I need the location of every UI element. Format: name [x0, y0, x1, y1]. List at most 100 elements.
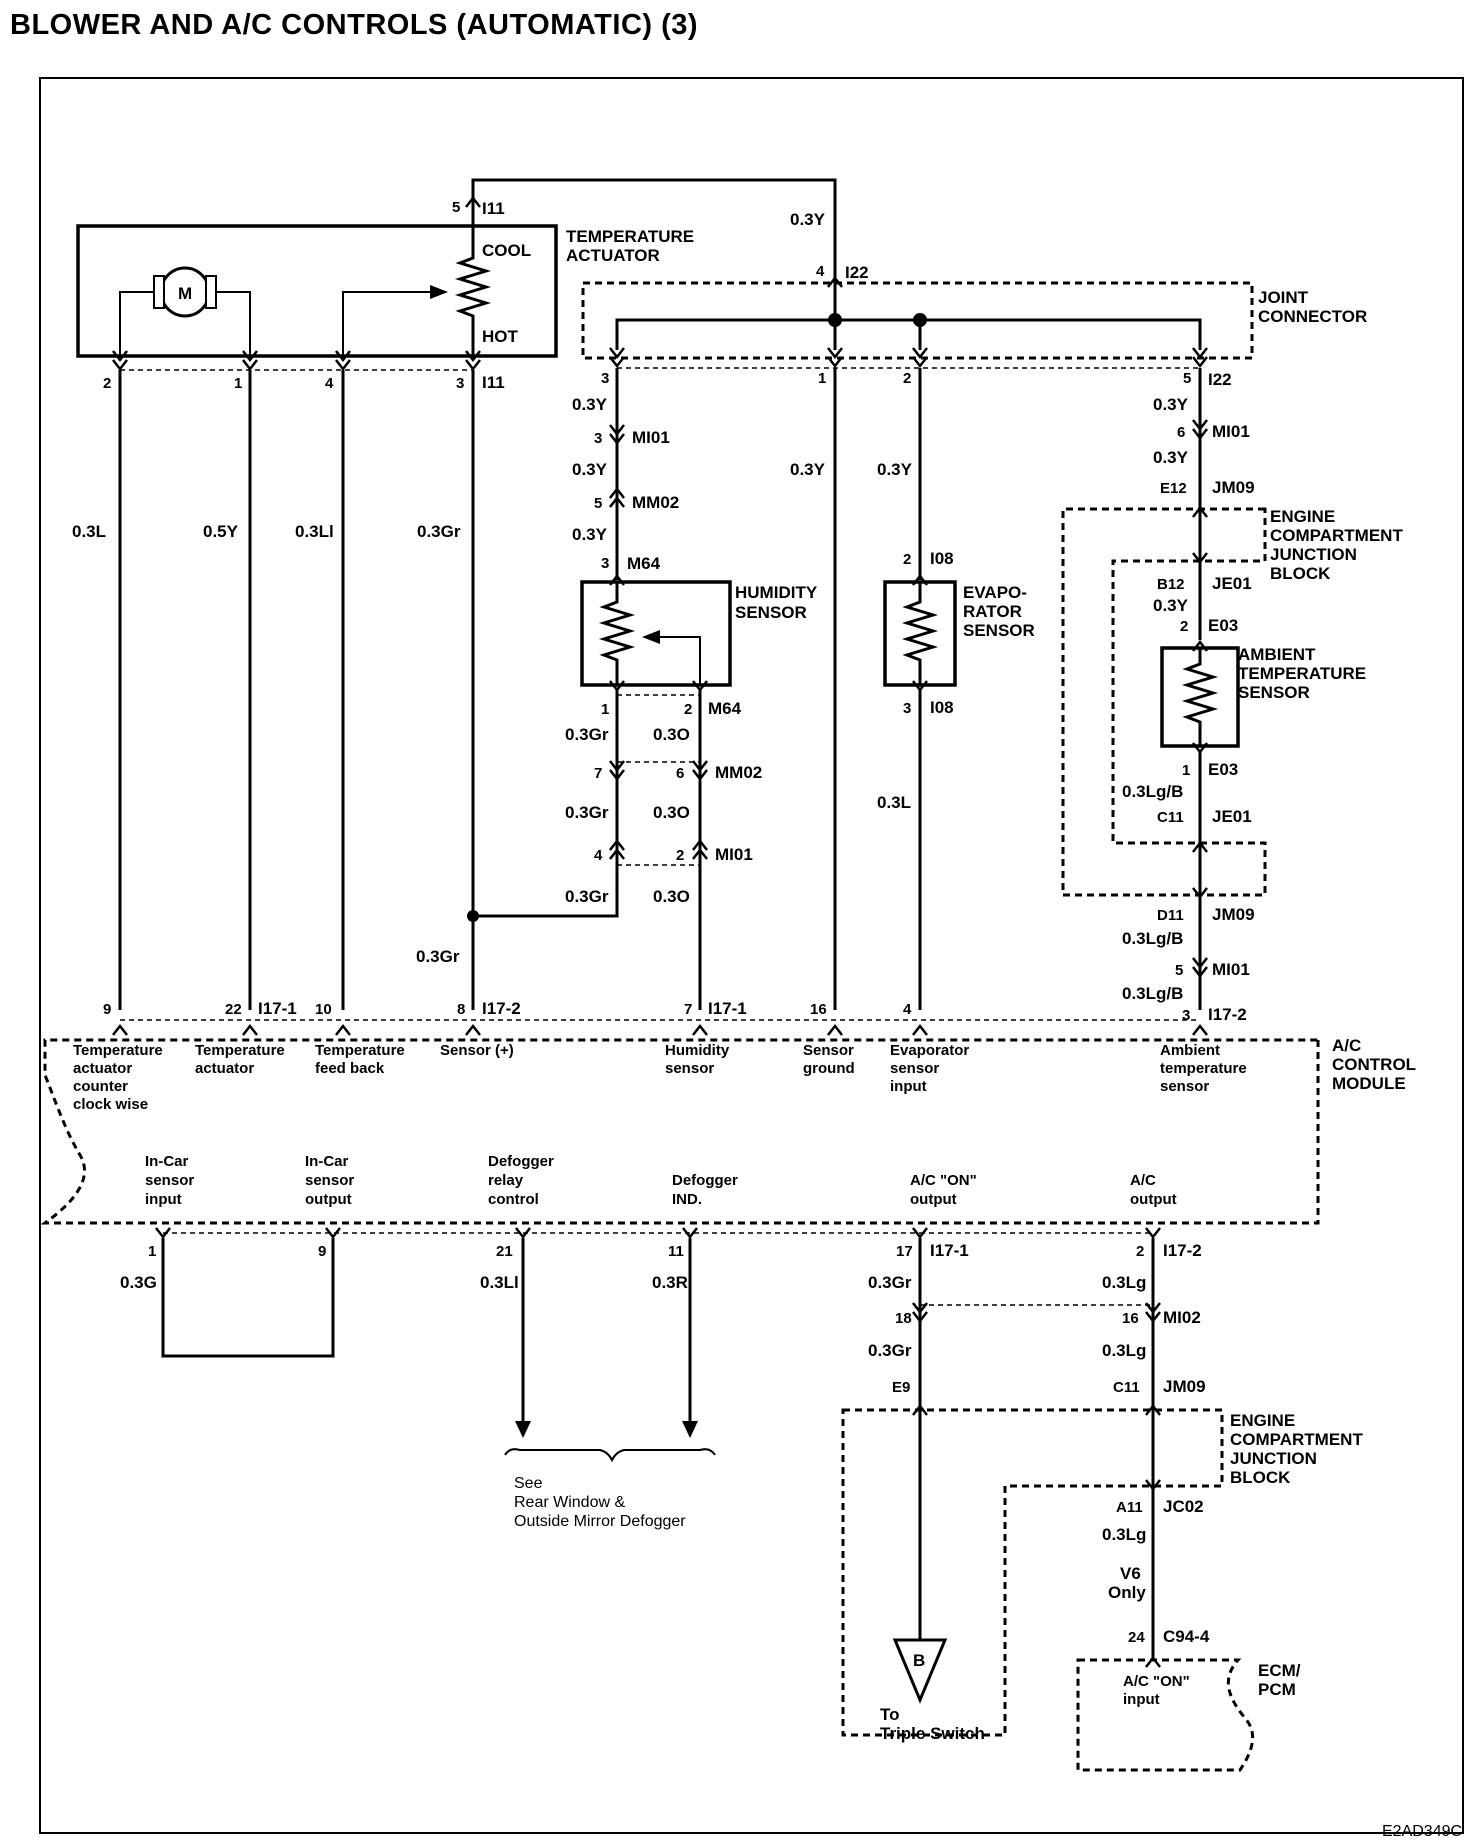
- acout-pin-c11: C11: [1113, 1379, 1140, 1396]
- svg-text:A/C: A/C: [1130, 1172, 1156, 1189]
- amb-wire-2: 0.3Y: [1153, 448, 1189, 467]
- svg-text:actuator: actuator: [73, 1060, 132, 1077]
- joint-connector-title-1: JOINT: [1258, 288, 1309, 307]
- svg-text:sensor: sensor: [890, 1060, 939, 1077]
- evap-wire-l: 0.3L: [877, 793, 911, 812]
- hum-wire-gr2: 0.3Gr: [565, 803, 609, 822]
- gnd-wire: 0.3Y: [790, 460, 826, 479]
- ecjb-1: ENGINE COMPARTMENT JUNCTION BLOCK: [1061, 507, 1403, 897]
- triple-switch-label-1: To: [880, 1705, 900, 1724]
- svg-text:sensor: sensor: [1160, 1078, 1209, 1095]
- svg-text:ground: ground: [803, 1060, 855, 1077]
- joint-connector-title-2: CONNECTOR: [1258, 307, 1367, 326]
- ecm-input-2: input: [1123, 1691, 1160, 1708]
- acout-wire-lg1: 0.3Lg: [1102, 1273, 1146, 1292]
- temp-actuator-title-2: ACTUATOR: [566, 246, 660, 265]
- amb-wire-lgb-2: 0.3Lg/B: [1122, 929, 1183, 948]
- hum-pin-6-mm02: 6: [676, 765, 684, 782]
- pin-2: 2: [103, 375, 111, 392]
- cool-label: COOL: [482, 241, 531, 260]
- temp-actuator-title-1: TEMPERATURE: [566, 227, 694, 246]
- amb-pin-2-e03: 2: [1180, 618, 1188, 635]
- v6-only-1: V6: [1120, 1564, 1141, 1583]
- svg-text:Defogger: Defogger: [488, 1153, 554, 1170]
- acout-pin-a11: A11: [1116, 1499, 1143, 1516]
- amb-pin-5-mi01: 5: [1175, 962, 1183, 979]
- mod-pin-7: 7: [684, 1001, 692, 1018]
- humidity-sensor: HUMIDITY SENSOR: [580, 580, 818, 687]
- svg-text:In-Car: In-Car: [305, 1153, 349, 1170]
- svg-text:sensor: sensor: [305, 1172, 354, 1189]
- svg-text:sensor: sensor: [665, 1060, 714, 1077]
- mod-b-pin-9: 9: [318, 1243, 326, 1260]
- mod-b-conn-i17-2: I17-2: [1163, 1241, 1202, 1260]
- acout-pin-24: 24: [1128, 1629, 1145, 1646]
- svg-text:feed back: feed back: [315, 1060, 385, 1077]
- ecm-title-2: PCM: [1258, 1680, 1296, 1699]
- hum-pin-1: 1: [601, 701, 609, 718]
- hum-wire-gr1: 0.3Gr: [565, 725, 609, 744]
- ecjb1-title-4: BLOCK: [1270, 564, 1331, 583]
- svg-text:IND.: IND.: [672, 1191, 702, 1208]
- evap-title-1: EVAPO-: [963, 583, 1027, 602]
- hum-wire-3: 0.3Y: [572, 525, 608, 544]
- svg-text:relay: relay: [488, 1172, 524, 1189]
- evap-title-3: SENSOR: [963, 621, 1035, 640]
- pin-4-i22: 4: [816, 263, 825, 280]
- jc-pin-5: 5: [1183, 370, 1191, 387]
- amb-conn-jm09: JM09: [1212, 478, 1255, 497]
- defog-wire-r: 0.3R: [652, 1273, 688, 1292]
- acon-pin-e9: E9: [892, 1379, 910, 1396]
- evap-wire-y: 0.3Y: [877, 460, 913, 479]
- mod-pin-22: 22: [225, 1001, 242, 1018]
- svg-text:output: output: [305, 1191, 352, 1208]
- svg-text:Temperature: Temperature: [315, 1042, 405, 1059]
- module-bottom-labels: In-Car sensor input In-Car sensor output…: [145, 1153, 1177, 1208]
- mod-pin-3: 3: [1182, 1007, 1190, 1024]
- triple-switch-label-2: Triple Switch: [880, 1724, 985, 1743]
- svg-text:input: input: [145, 1191, 182, 1208]
- amb-pin-1-e03: 1: [1182, 762, 1190, 779]
- wire-label-0.3gr-1: 0.3Gr: [417, 522, 461, 541]
- amb-wire-3: 0.3Y: [1153, 596, 1189, 615]
- triple-switch-symbol: B: [913, 1651, 925, 1670]
- hum-conn-mm02: MM02: [632, 493, 679, 512]
- hum-wire-o2: 0.3O: [653, 803, 690, 822]
- evap-conn-i08-top: I08: [930, 549, 954, 568]
- mod-pin-10: 10: [315, 1001, 332, 1018]
- ecjb1-title-3: JUNCTION: [1270, 545, 1357, 564]
- svg-text:Temperature: Temperature: [195, 1042, 285, 1059]
- pin-5-i11: 5: [452, 199, 460, 216]
- humidity-title-1: HUMIDITY: [735, 583, 818, 602]
- acout-conn-jm09: JM09: [1163, 1377, 1206, 1396]
- svg-text:control: control: [488, 1191, 539, 1208]
- module-title-2: CONTROL: [1332, 1055, 1416, 1074]
- hot-label: HOT: [482, 327, 519, 346]
- hum-wire-1: 0.3Y: [572, 395, 608, 414]
- acout-pin-16: 16: [1122, 1310, 1139, 1327]
- module-title-3: MODULE: [1332, 1074, 1406, 1093]
- mod-pin-16: 16: [810, 1001, 827, 1018]
- svg-text:Evaporator: Evaporator: [890, 1042, 969, 1059]
- hum-wire-o1: 0.3O: [653, 725, 690, 744]
- jc-pin-2: 2: [903, 370, 911, 387]
- ecjb-2: ENGINE COMPARTMENT JUNCTION BLOCK: [841, 1408, 1363, 1737]
- acon-wire-gr2: 0.3Gr: [868, 1341, 912, 1360]
- amb-pin-6-mi01: 6: [1177, 424, 1185, 441]
- hum-pin-7-mm02: 7: [594, 765, 602, 782]
- ecjb1-title-2: COMPARTMENT: [1270, 526, 1403, 545]
- hum-conn-m64-top: M64: [627, 554, 661, 573]
- ac-control-module: A/C CONTROL MODULE: [40, 1036, 1416, 1225]
- wire-label-0.3ll: 0.3Ll: [295, 522, 334, 541]
- hum-pin-4-mi01: 4: [594, 847, 603, 864]
- amb-pin-e12: E12: [1160, 480, 1187, 497]
- acon-pin-18: 18: [895, 1310, 912, 1327]
- hum-conn-mi01-b: MI01: [715, 845, 753, 864]
- see-note-3: Outside Mirror Defogger: [514, 1513, 686, 1530]
- hum-pin-5-mm02: 5: [594, 495, 602, 512]
- acon-wire-gr1: 0.3Gr: [868, 1273, 912, 1292]
- svg-text:A/C "ON": A/C "ON": [910, 1172, 977, 1189]
- motor-label: M: [178, 284, 192, 303]
- ecjb2-title-1: ENGINE: [1230, 1411, 1295, 1430]
